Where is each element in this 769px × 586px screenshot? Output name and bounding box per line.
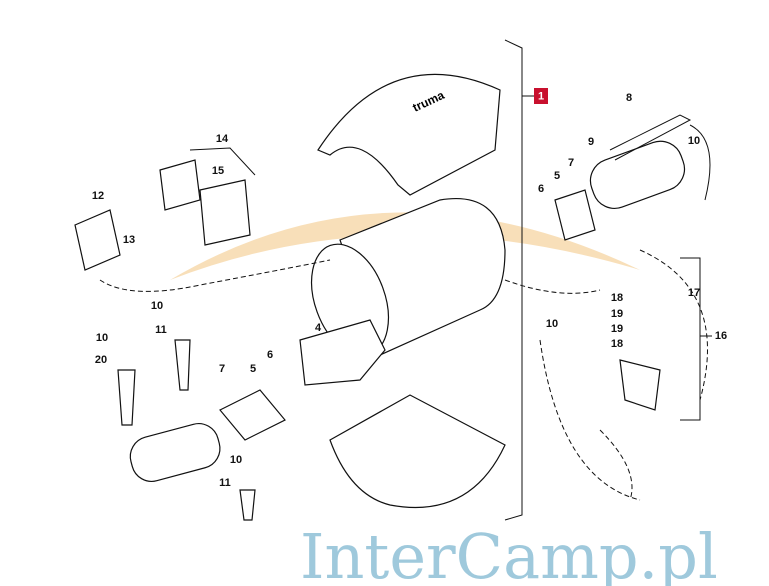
part-label: 10 — [230, 454, 242, 466]
flexible-hose-left — [129, 389, 286, 482]
part-label: 6 — [267, 349, 273, 361]
control-panel — [74, 209, 331, 292]
marker-label: 1 — [538, 90, 544, 102]
part-label: 18 — [611, 338, 623, 350]
part-label: 7 — [219, 363, 225, 375]
valves — [117, 249, 708, 521]
bottom-cover — [329, 394, 506, 509]
part-label: 12 — [92, 190, 104, 202]
part-label: 17 — [688, 287, 700, 299]
part-label: 6 — [538, 183, 544, 195]
part-label: 10 — [546, 318, 558, 330]
watermark: InterCamp.pl — [300, 520, 718, 586]
flexible-hose-right — [554, 114, 711, 241]
part-label: 14 — [216, 133, 229, 145]
part-label: 10 — [96, 332, 108, 344]
part-label: 18 — [611, 292, 623, 304]
part-label: 16 — [715, 330, 727, 342]
part-label: 5 — [554, 170, 560, 182]
part-label: 4 — [315, 322, 322, 334]
part-label: 20 — [95, 354, 107, 366]
part-label: 7 — [568, 157, 574, 169]
mounting-frame — [159, 147, 256, 246]
part-label: 8 — [626, 92, 632, 104]
part-label: 10 — [688, 135, 700, 147]
part-label: 11 — [219, 477, 231, 489]
part-label: 5 — [250, 363, 256, 375]
part-label: 19 — [611, 323, 623, 335]
group-bracket-1 — [504, 39, 523, 521]
part-marker-1 — [534, 88, 548, 104]
group-bracket-16 — [680, 257, 712, 421]
top-cover: truma — [317, 73, 501, 196]
part-label: 13 — [123, 234, 135, 246]
part-label: 19 — [611, 308, 623, 320]
part-label: 9 — [588, 136, 594, 148]
part-label: 15 — [212, 165, 224, 177]
boiler-tank — [299, 198, 506, 386]
part-label: 10 — [151, 300, 163, 312]
part-label: 11 — [155, 324, 167, 336]
